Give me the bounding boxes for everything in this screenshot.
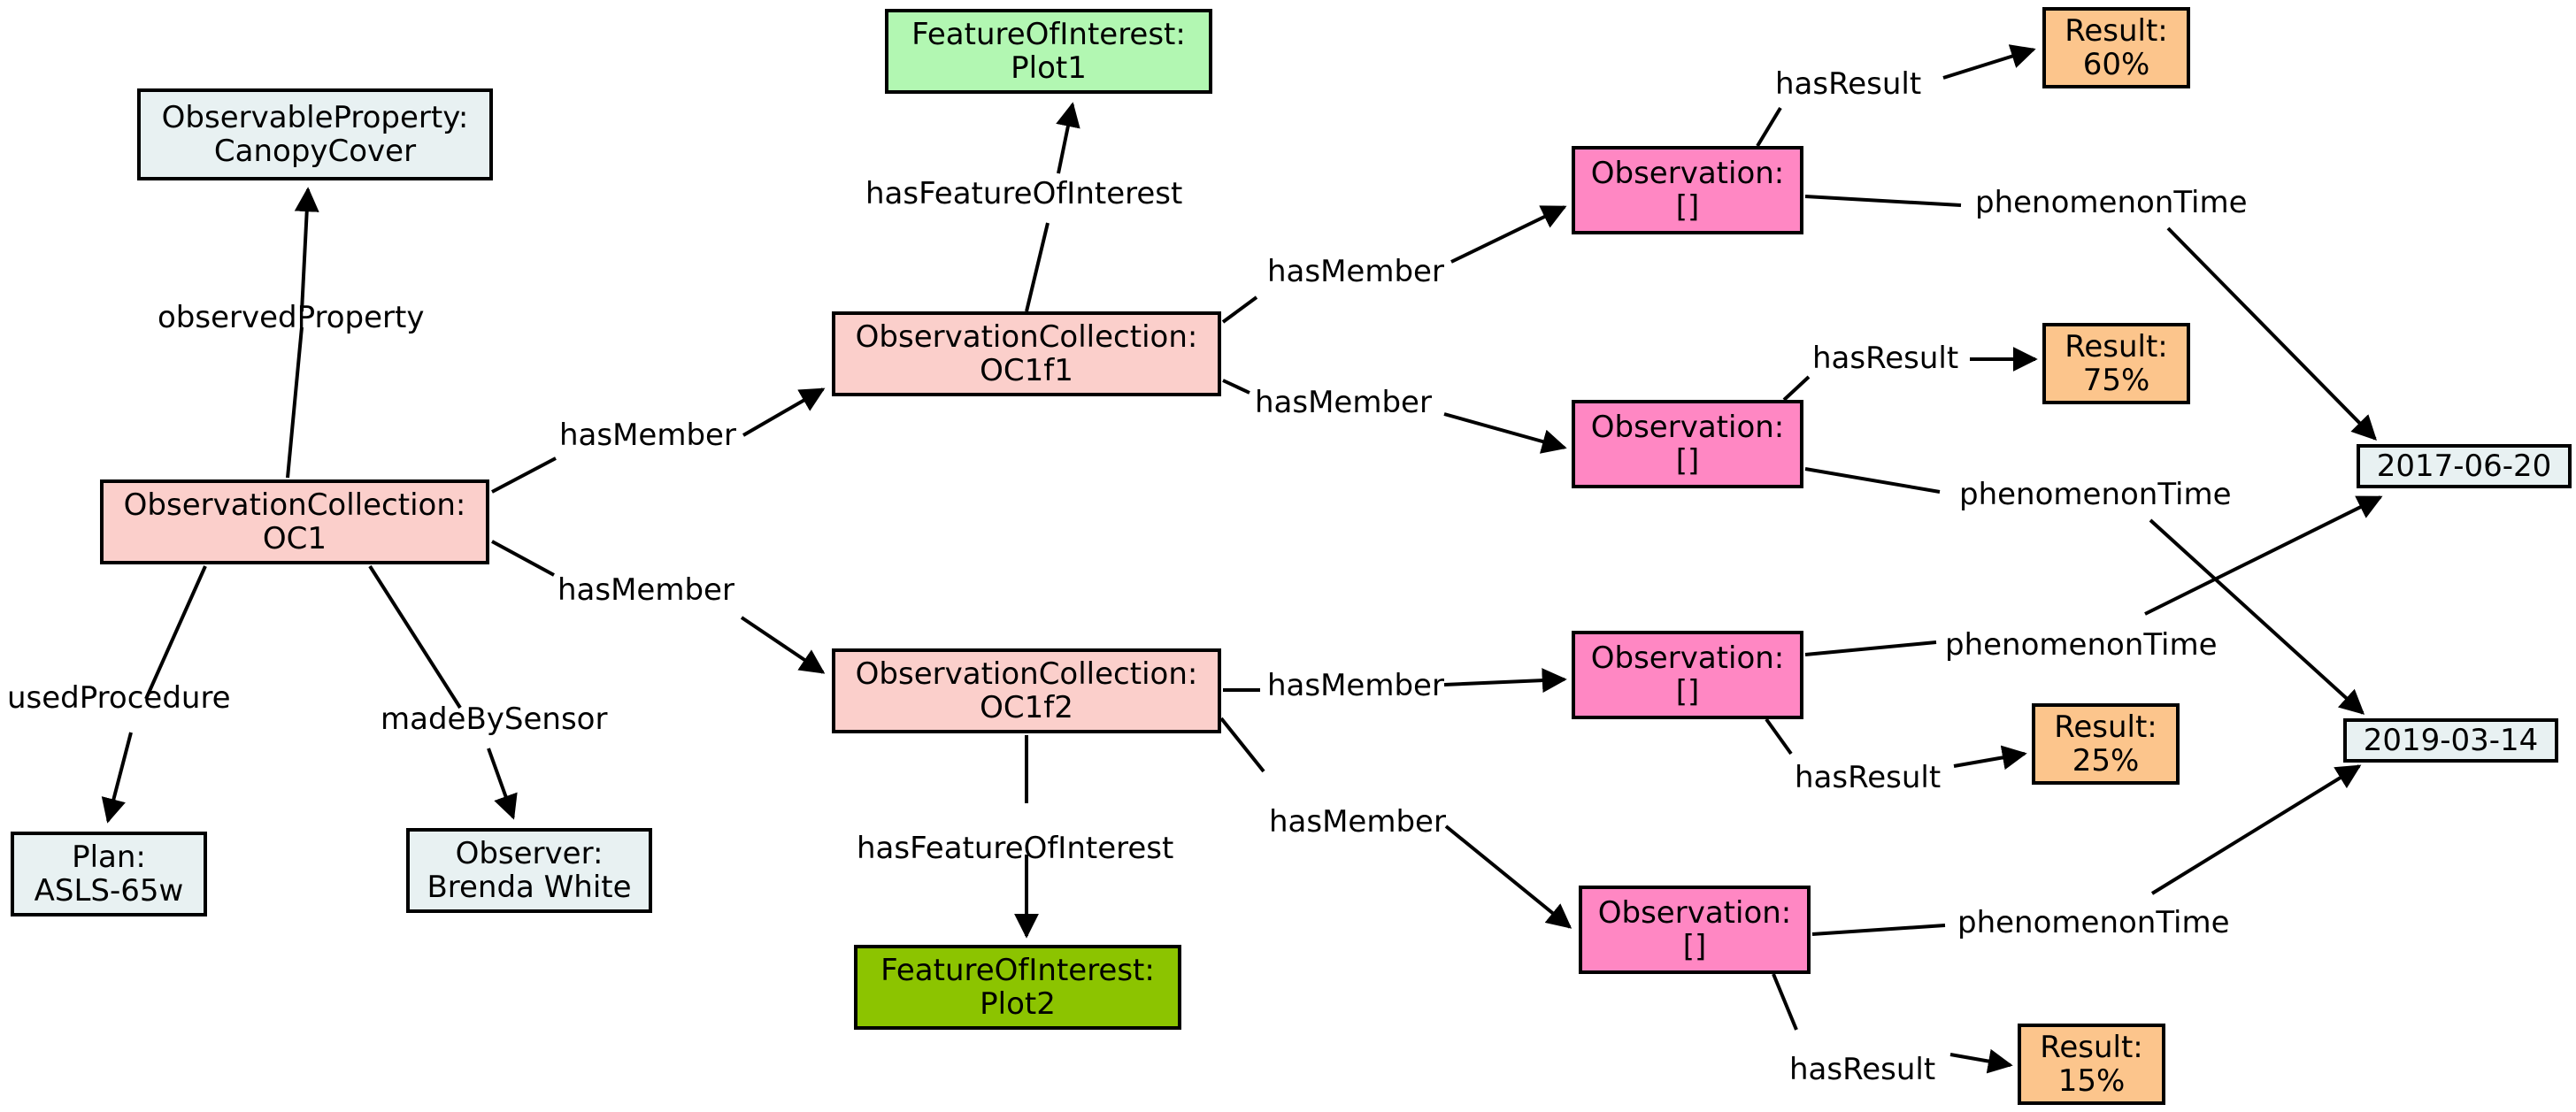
node-line2: CanopyCover: [213, 134, 417, 169]
node-line2: 25%: [2072, 743, 2140, 778]
node-observation-1[interactable]: Observation: []: [1572, 146, 1803, 234]
node-line2: Plot2: [980, 986, 1056, 1022]
edge-label-hasMember-oc1-oc1f2: hasMember: [557, 572, 734, 608]
node-line1: Observation:: [1590, 155, 1785, 191]
node-line1: Observation:: [1590, 640, 1785, 676]
edge-label-madeBySensor: madeBySensor: [381, 702, 608, 737]
node-date-2019-03-14[interactable]: 2019-03-14: [2343, 718, 2558, 763]
node-line2: []: [1682, 929, 1707, 964]
node-result-25[interactable]: Result: 25%: [2032, 703, 2180, 785]
edge-label-hasResult-obs1: hasResult: [1775, 66, 1922, 102]
edge-label-hasMember-oc1f1-obs1: hasMember: [1267, 254, 1444, 289]
node-observation-2[interactable]: Observation: []: [1572, 400, 1803, 488]
node-result-60[interactable]: Result: 60%: [2042, 7, 2190, 88]
edge-label-hasResult-obs2: hasResult: [1812, 341, 1959, 376]
node-line1: 2019-03-14: [2363, 722, 2539, 758]
edge-label-hasMember-oc1f2-obs4: hasMember: [1269, 804, 1446, 840]
edge-label-phenomenonTime-obs4: phenomenonTime: [1957, 905, 2230, 940]
node-line2: []: [1675, 674, 1700, 709]
node-observer[interactable]: Observer: Brenda White: [406, 828, 652, 913]
node-line2: OC1f2: [980, 690, 1073, 725]
edge-label-hasMember-oc1-oc1f1: hasMember: [559, 418, 736, 453]
edge-label-phenomenonTime-obs3: phenomenonTime: [1945, 627, 2218, 663]
node-line1: FeatureOfInterest:: [911, 16, 1186, 52]
edge-label-hasResult-obs3: hasResult: [1795, 760, 1942, 795]
edge-label-usedProcedure: usedProcedure: [7, 680, 231, 716]
node-date-2017-06-20[interactable]: 2017-06-20: [2357, 444, 2572, 488]
node-observation-3[interactable]: Observation: []: [1572, 631, 1803, 719]
node-line1: ObservationCollection:: [123, 487, 466, 523]
node-line1: ObservationCollection:: [855, 656, 1198, 692]
node-line1: Observation:: [1597, 894, 1792, 931]
node-observation-collection-oc1f1[interactable]: ObservationCollection: OC1f1: [832, 311, 1221, 396]
node-line1: ObservationCollection:: [855, 318, 1198, 355]
node-line1: Observation:: [1590, 409, 1785, 445]
node-observation-4[interactable]: Observation: []: [1579, 886, 1811, 974]
edge-label-phenomenonTime-obs2: phenomenonTime: [1959, 477, 2232, 512]
node-line1: ObservableProperty:: [161, 99, 469, 135]
node-plan[interactable]: Plan: ASLS-65w: [11, 832, 207, 916]
edge-label-hasMember-oc1f2-obs3: hasMember: [1267, 668, 1444, 703]
node-line2: []: [1675, 443, 1700, 479]
node-observation-collection-oc1f2[interactable]: ObservationCollection: OC1f2: [832, 648, 1221, 733]
node-line1: 2017-06-20: [2376, 448, 2552, 484]
node-observation-collection-oc1[interactable]: ObservationCollection: OC1: [100, 479, 489, 564]
node-line2: 60%: [2082, 47, 2150, 82]
node-line1: Result:: [2054, 709, 2157, 745]
node-line2: Plot1: [1011, 50, 1087, 86]
edge-label-hasMember-oc1f1-obs2: hasMember: [1255, 385, 1432, 420]
edge-label-hasFeatureOfInterest-1: hasFeatureOfInterest: [865, 176, 1183, 211]
edge-label-hasResult-obs4: hasResult: [1789, 1052, 1936, 1087]
node-line2: 75%: [2082, 363, 2150, 398]
node-feature-of-interest-plot2[interactable]: FeatureOfInterest: Plot2: [854, 945, 1181, 1030]
node-line1: Result:: [2065, 12, 2168, 49]
edge-madeBySensor: [368, 564, 518, 820]
node-line1: Result:: [2040, 1029, 2143, 1065]
node-line1: Observer:: [455, 835, 604, 871]
node-line1: FeatureOfInterest:: [880, 952, 1155, 988]
node-line2: OC1f1: [980, 353, 1073, 388]
edge-label-hasFeatureOfInterest-2: hasFeatureOfInterest: [857, 831, 1174, 866]
node-result-15[interactable]: Result: 15%: [2018, 1024, 2165, 1105]
node-observable-property[interactable]: ObservableProperty: CanopyCover: [137, 88, 493, 180]
node-line1: Result:: [2065, 328, 2168, 364]
node-line2: Brenda White: [427, 870, 632, 905]
node-line1: Plan:: [72, 839, 146, 875]
node-result-75[interactable]: Result: 75%: [2042, 323, 2190, 404]
node-feature-of-interest-plot1[interactable]: FeatureOfInterest: Plot1: [885, 9, 1212, 94]
node-line2: OC1: [262, 521, 327, 556]
node-line2: ASLS-65w: [34, 873, 184, 909]
node-line2: []: [1675, 189, 1700, 225]
node-line2: 15%: [2057, 1063, 2126, 1099]
edge-label-observedProperty: observedProperty: [158, 300, 425, 335]
edge-label-phenomenonTime-obs1: phenomenonTime: [1975, 185, 2248, 220]
